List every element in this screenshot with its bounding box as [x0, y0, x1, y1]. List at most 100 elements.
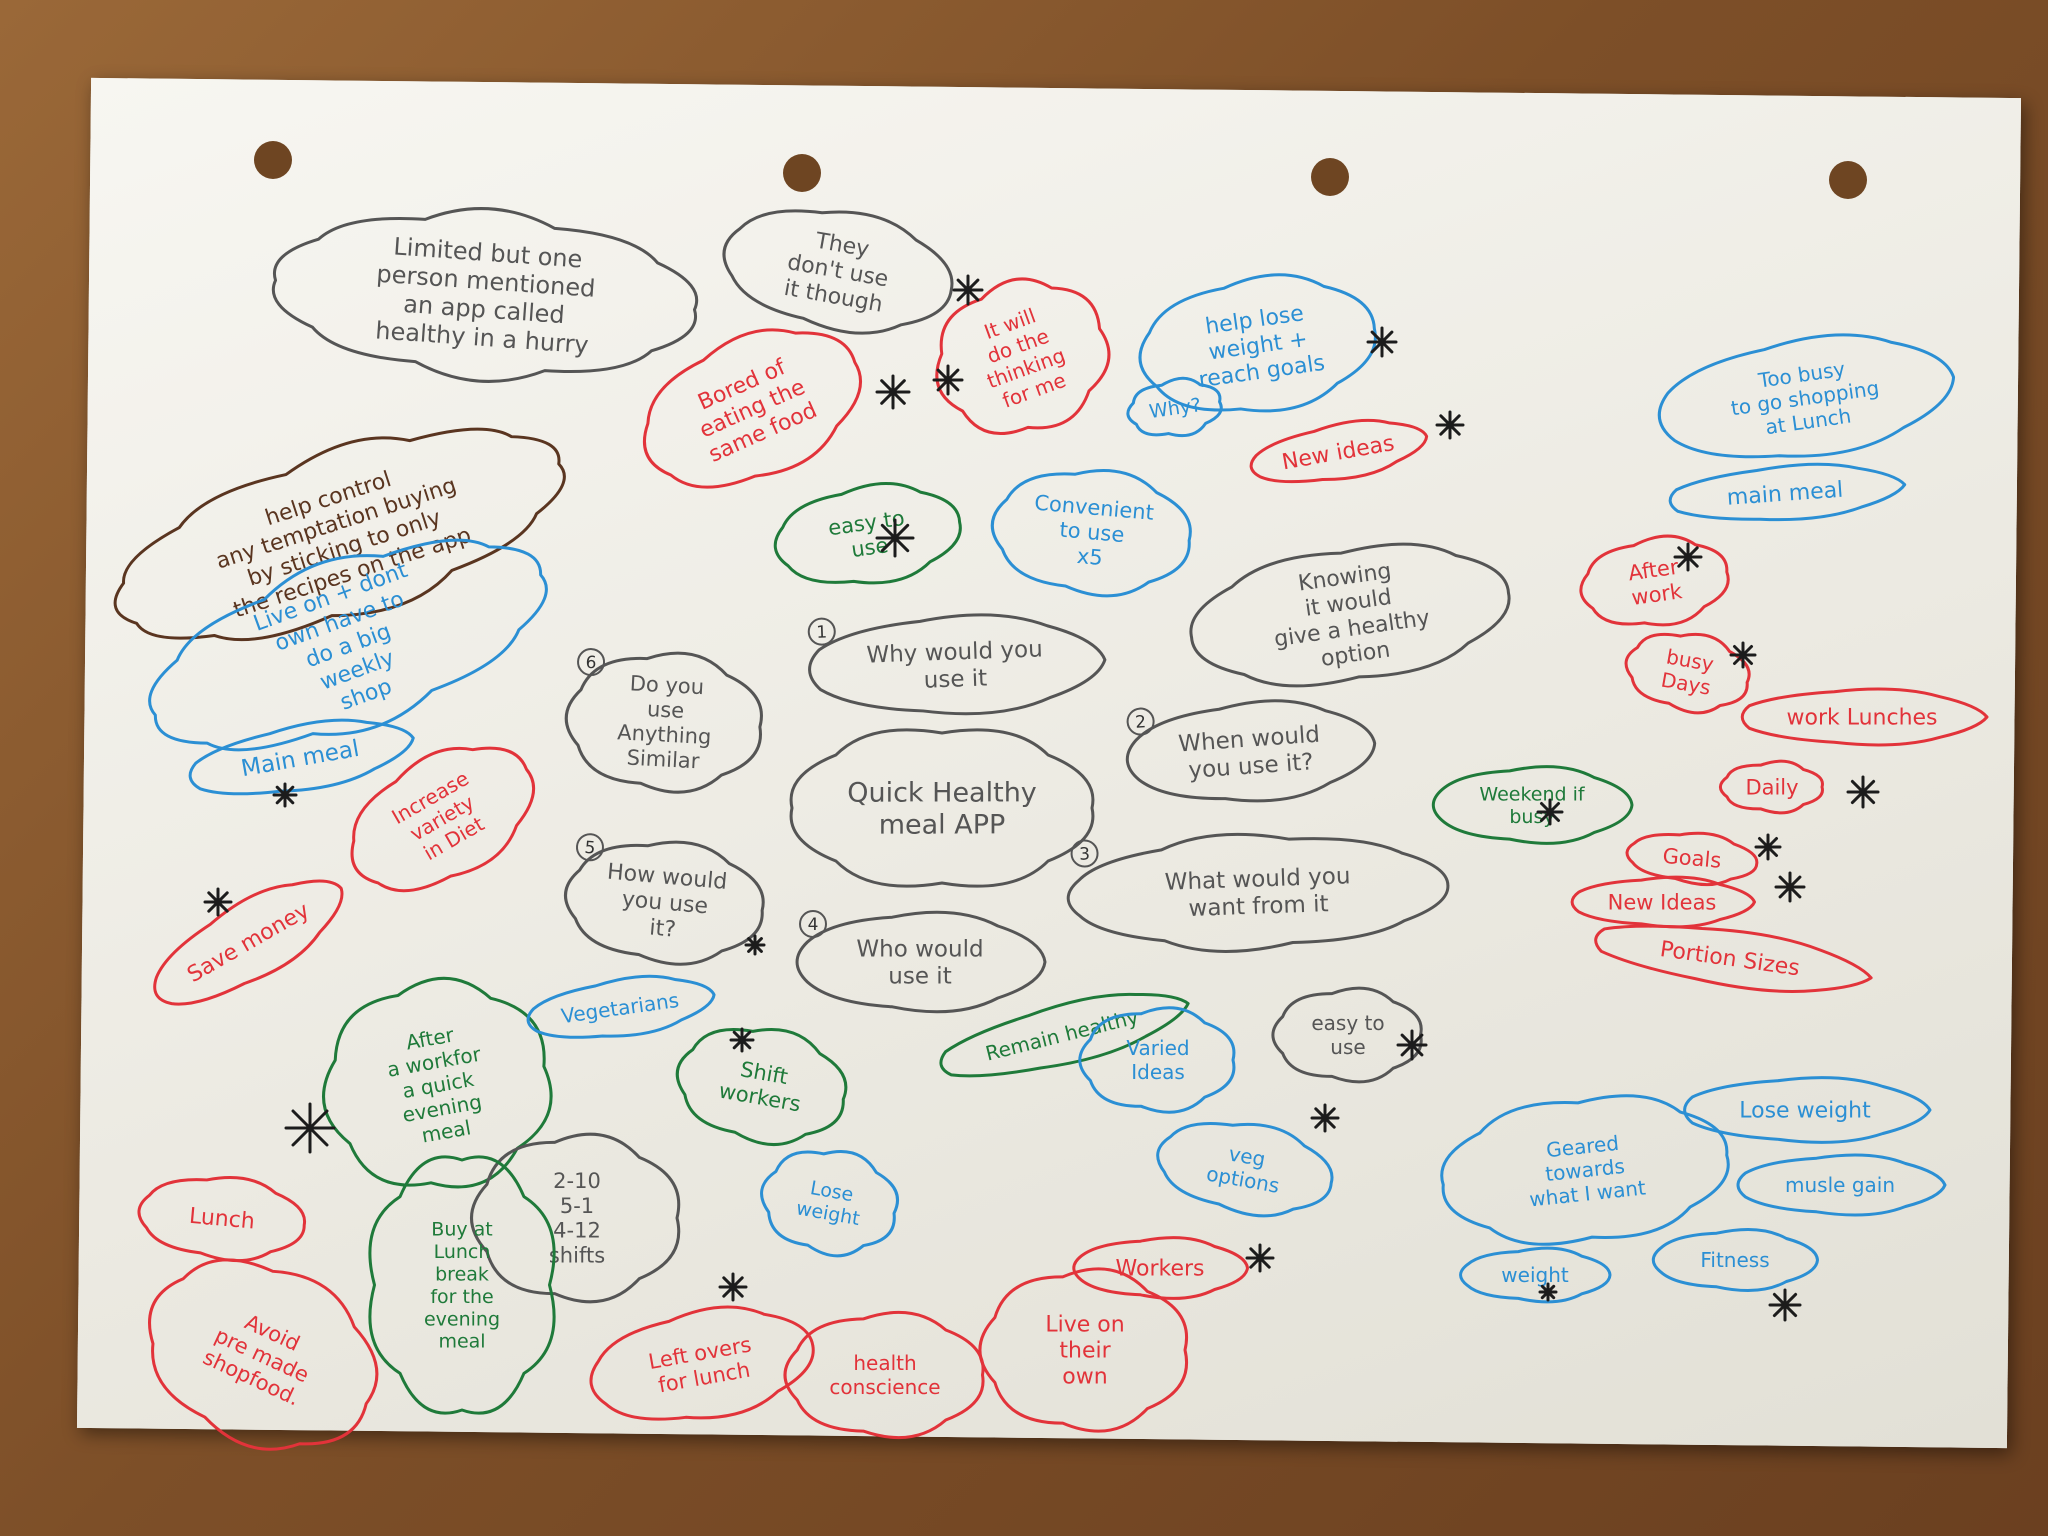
- cloud-outline: [1594, 924, 1873, 993]
- node-text-line: Workers: [1116, 1257, 1205, 1282]
- cloud-outline: [1125, 699, 1377, 803]
- cloud-outline: [1138, 273, 1377, 413]
- node-text-line: musle gain: [1785, 1173, 1895, 1197]
- cloud-outline: [1624, 632, 1751, 715]
- asterisk-mark: [1754, 833, 1782, 861]
- punch-hole: [1311, 158, 1349, 196]
- node-text-line: health: [853, 1351, 916, 1375]
- note-muscle-gain: musle gain: [1736, 1153, 1947, 1217]
- node-text-line: weight: [1501, 1263, 1569, 1287]
- question-number-circle: [807, 617, 836, 646]
- question-number: 5: [584, 838, 597, 859]
- node-text-line: Quick Healthy: [847, 778, 1037, 809]
- node-text-line: Fitness: [1700, 1248, 1769, 1272]
- cloud-outline: [808, 613, 1107, 716]
- question-number-circle: [575, 833, 604, 862]
- cloud-outline: [1189, 542, 1511, 688]
- asterisk-mark: [875, 374, 911, 410]
- node-text-line: 4-12: [553, 1219, 601, 1243]
- punch-hole: [1829, 161, 1867, 199]
- node-text-line: use: [1330, 1035, 1365, 1059]
- punch-hole: [254, 141, 292, 179]
- node-text-line: Buy at: [431, 1219, 492, 1241]
- asterisk-mark: [875, 518, 915, 558]
- node-text-line: New Ideas: [1608, 890, 1717, 914]
- cloud-outline: [1683, 1076, 1932, 1144]
- cloud-outline: [1072, 1236, 1249, 1300]
- note-weight: weight: [1459, 1246, 1612, 1304]
- cloud-outline: [564, 651, 763, 794]
- node-text-line: 2-10: [553, 1169, 601, 1193]
- cloud-outline: [1668, 462, 1907, 522]
- note-new-ideas-right: New Ideas: [1570, 875, 1756, 929]
- cloud-outline: [1156, 1122, 1334, 1218]
- node-text-line: New ideas: [1280, 431, 1396, 475]
- node-text-line: want from it: [1188, 891, 1329, 922]
- node-text-line: for the: [430, 1286, 493, 1308]
- node-text-line: Similar: [626, 746, 700, 774]
- node-text-line: use: [646, 697, 684, 723]
- asterisk-mark: [1768, 1288, 1802, 1322]
- asterisk-mark: [952, 274, 984, 306]
- node-text-line: 5-1: [560, 1194, 594, 1218]
- asterisk-mark: [1245, 1243, 1275, 1273]
- cloud-outline: [113, 427, 566, 642]
- note-workers: Workers: [1072, 1236, 1249, 1300]
- asterisk-mark: [932, 364, 964, 396]
- node-text-line: x5: [1076, 544, 1104, 570]
- node-text-line: Ideas: [1131, 1060, 1185, 1084]
- node-text-line: Varied: [1126, 1036, 1189, 1060]
- node-text-line: use it: [923, 665, 987, 693]
- cloud-outline: [1271, 986, 1423, 1084]
- cloud-outline: [350, 746, 535, 893]
- question-number-circle: [1070, 839, 1099, 868]
- cloud-outline: [978, 1267, 1188, 1433]
- cloud-outline: [1718, 759, 1824, 815]
- question-number-circle: [1126, 707, 1155, 736]
- cloud-outline: [148, 1258, 379, 1451]
- asterisk-marks: [203, 274, 1880, 1322]
- note-main-meal-right: main meal: [1668, 462, 1907, 522]
- note-new-ideas-top: New ideas: [1249, 418, 1429, 484]
- node-text-line: Main meal: [239, 736, 361, 782]
- asterisk-mark: [1774, 871, 1806, 903]
- node-text-line: Daily: [1745, 775, 1798, 799]
- question-number-circle: [577, 648, 606, 677]
- node-text-line: to use: [1059, 518, 1126, 548]
- node-text-line: Save money: [183, 898, 314, 988]
- note-main-meal-left: Main meal: [188, 718, 415, 796]
- node-text-line: main meal: [1726, 478, 1844, 511]
- cloud-outline: [783, 1310, 985, 1440]
- cloud-outline: [148, 538, 548, 752]
- node-text-line: their: [1059, 1339, 1111, 1364]
- node-text-line: meal: [438, 1331, 485, 1353]
- node-text-line: use it: [888, 964, 951, 990]
- question-number: 6: [585, 653, 597, 674]
- node-text-line: break: [435, 1263, 489, 1285]
- question-number-circle: [799, 910, 827, 938]
- cloud-outline: [1126, 376, 1223, 438]
- asterisk-mark: [718, 1272, 748, 1302]
- node-text-line: meal APP: [879, 809, 1006, 840]
- node-text-line: Do you: [629, 671, 704, 699]
- cloud-outline: [1579, 534, 1730, 627]
- note-goals: Goals: [1625, 831, 1759, 887]
- cloud-outline: [722, 209, 954, 335]
- note-lose-weight-right: Lose weight: [1683, 1076, 1932, 1144]
